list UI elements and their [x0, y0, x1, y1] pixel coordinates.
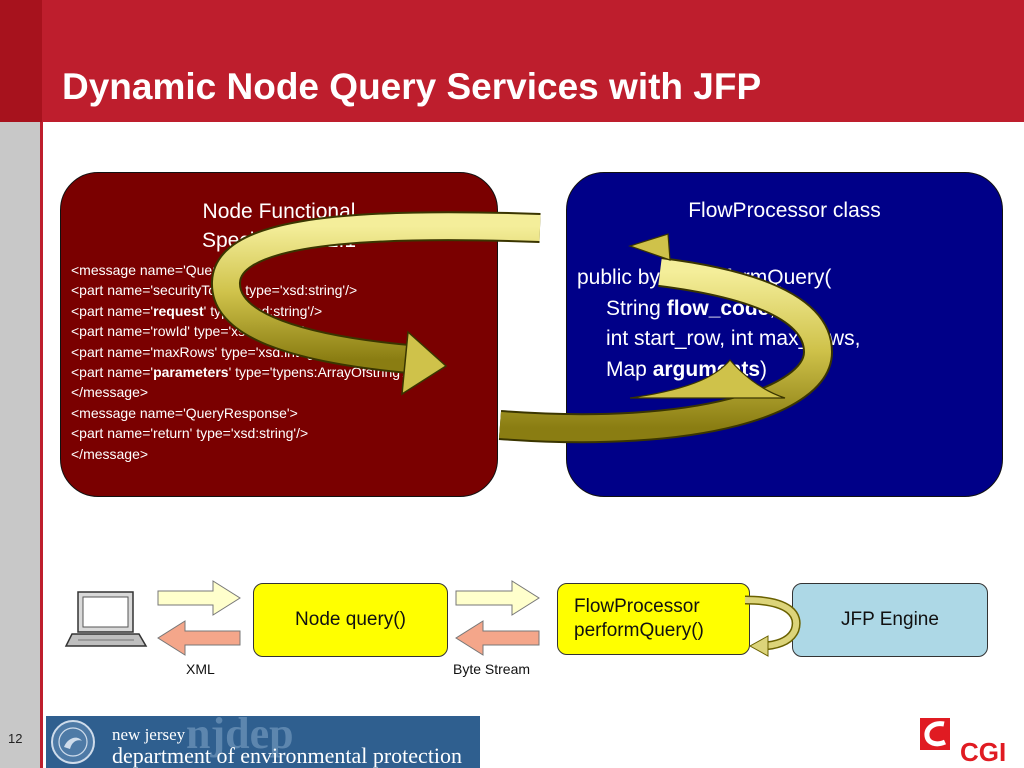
- xml-line: <part name='rowId' type='xsd:integer/>: [71, 323, 312, 340]
- slide-number: 12: [8, 731, 23, 746]
- wsdl-xml-listing: <message name='Query'> <part name='secur…: [71, 260, 415, 464]
- flowprocessor-panel: FlowProcessor class public byte[] perfor…: [566, 172, 1003, 497]
- left-side-bar: [0, 122, 40, 768]
- xml-line: </message>: [71, 384, 149, 401]
- xml-line: <part name='maxRows' type='xsd:integer/>: [71, 343, 339, 360]
- left-arrow-icon: [455, 620, 540, 656]
- title-bar: [0, 0, 1024, 122]
- flowprocessor-box-line1: FlowProcessor: [574, 596, 700, 617]
- node-spec-panel: Node Functional Specification 1.1 <messa…: [60, 172, 498, 497]
- xml-line: <message name='QueryResponse'>: [71, 404, 298, 421]
- node-spec-heading-line1: Node Functional: [202, 200, 356, 223]
- slide-title: Dynamic Node Query Services with JFP: [62, 66, 762, 107]
- xml-line: <part name='request' type='xsd:string'/>: [71, 301, 415, 321]
- nj-seal-icon: [51, 720, 95, 764]
- node-spec-heading: Node Functional Specification 1.1: [61, 197, 497, 255]
- xml-text: <part name=': [71, 302, 154, 319]
- code-line: Map arguments): [577, 355, 860, 386]
- code-text: ,: [769, 296, 776, 320]
- node-query-box: Node query(): [253, 583, 448, 657]
- njdep-state-text: new jersey: [112, 725, 186, 744]
- xml-line: <part name='parameters' type='typens:Arr…: [71, 362, 415, 382]
- xml-bold-request: request: [153, 302, 204, 319]
- code-bold-flow-code: flow_code: [666, 296, 770, 320]
- xml-line: </message>: [71, 445, 149, 462]
- laptop-icon: [64, 591, 148, 647]
- njdep-banner: njdep new jersey department of environme…: [46, 716, 480, 768]
- xml-line: <part name='securityToken' type='xsd:str…: [71, 282, 358, 299]
- xml-text: ' type='typens:ArrayOfstring'/>: [228, 364, 415, 381]
- jfp-engine-box: JFP Engine: [792, 583, 988, 657]
- flowprocessor-box-line2: performQuery(): [574, 620, 704, 641]
- xml-line: <message name='Query'>: [71, 262, 235, 278]
- code-text: Map: [606, 357, 653, 381]
- xml-text: <part name=': [71, 364, 154, 381]
- flowprocessor-box: FlowProcessor performQuery(): [557, 583, 750, 655]
- byte-stream-label: Byte Stream: [453, 661, 531, 677]
- code-text: ): [760, 357, 768, 381]
- node-spec-heading-line2: Specification 1.1: [201, 229, 357, 252]
- left-red-rule: [40, 122, 43, 768]
- flowprocessor-heading: FlowProcessor class: [688, 199, 881, 222]
- title-bar-accent: [0, 0, 42, 122]
- cgi-logo-text: CGI: [960, 737, 1006, 766]
- code-bold-arguments: arguments: [652, 357, 761, 381]
- code-line: String flow_code,: [577, 294, 860, 325]
- xml-label: XML: [186, 661, 215, 677]
- cgi-logo-icon: CGI: [920, 718, 1006, 766]
- code-text: String: [606, 296, 667, 320]
- left-arrow-icon: [157, 620, 241, 656]
- method-signature: public byte[] performQuery( String flow_…: [577, 263, 860, 385]
- xml-line: <part name='return' type='xsd:string'/>: [71, 425, 309, 442]
- code-line: public byte[] performQuery(: [577, 266, 832, 289]
- code-line: int start_row, int max_rows,: [606, 327, 861, 350]
- xml-text: ' type='xsd:string'/>: [203, 302, 323, 319]
- njdep-logo-text: njdep: [186, 716, 294, 758]
- xml-bold-parameters: parameters: [153, 364, 229, 381]
- right-arrow-icon: [455, 580, 540, 616]
- njdep-department-text: department of environmental protection: [112, 743, 463, 768]
- curved-arrow-icon: [744, 595, 801, 657]
- right-arrow-icon: [157, 580, 241, 616]
